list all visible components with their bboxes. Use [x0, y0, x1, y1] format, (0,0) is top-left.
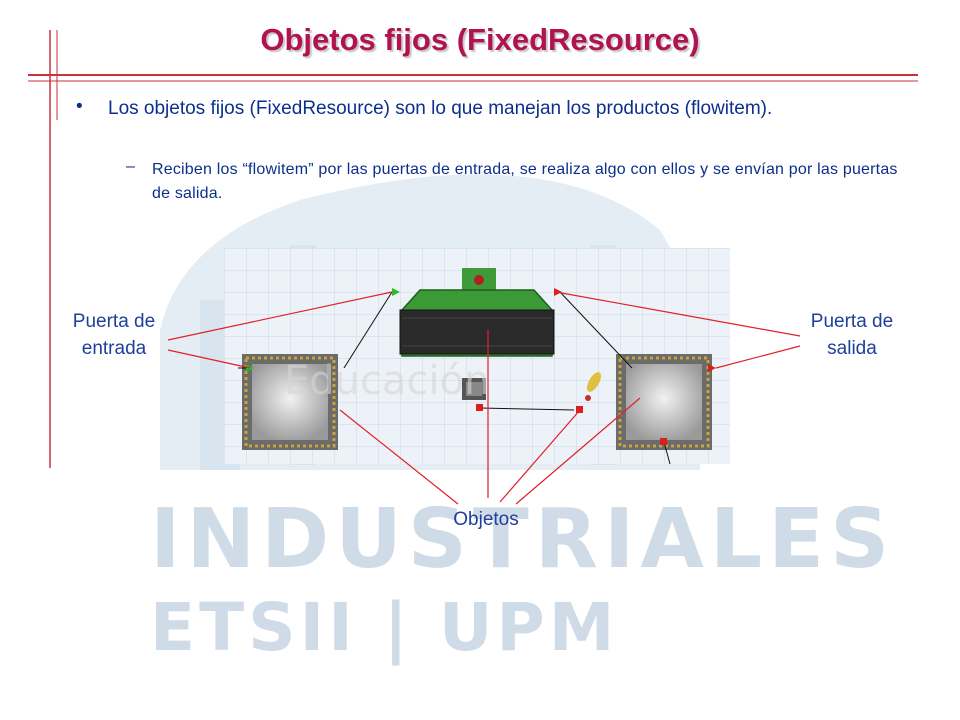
bullet-marker: • [76, 96, 83, 117]
port-markers [246, 288, 716, 445]
annotation-pointers [167, 291, 801, 505]
label-input-port: Puerta de entrada [58, 308, 170, 362]
processor-object [399, 268, 555, 400]
slide-title: Objetos fijos (FixedResource) [260, 22, 700, 57]
queue-object-left [242, 354, 338, 450]
simulation-screenshot: Educación [224, 248, 730, 464]
label-output-port-line2: salida [827, 338, 877, 359]
watermark-line-1: INDUSTRIALES [150, 492, 896, 587]
label-output-port-line1: Puerta de [810, 311, 894, 332]
label-input-port-line1: Puerta de [72, 311, 156, 332]
bullet-text: Los objetos fijos (FixedResource) son lo… [108, 98, 773, 119]
label-input-port-line2: entrada [81, 338, 147, 359]
operator-figure [585, 372, 601, 401]
sub-bullet-text: Reciben los “flowitem” por las puertas d… [152, 161, 898, 202]
label-output-port: Puerta de salida [796, 308, 908, 362]
label-objects: Objetos [453, 509, 519, 530]
scene-watermark-text: Educación [284, 358, 489, 404]
title-rule-decoration [28, 30, 918, 468]
watermark-line-2: ETSII | UPM [150, 589, 619, 666]
queue-object-right [616, 354, 712, 450]
sub-bullet-marker: – [126, 158, 135, 175]
